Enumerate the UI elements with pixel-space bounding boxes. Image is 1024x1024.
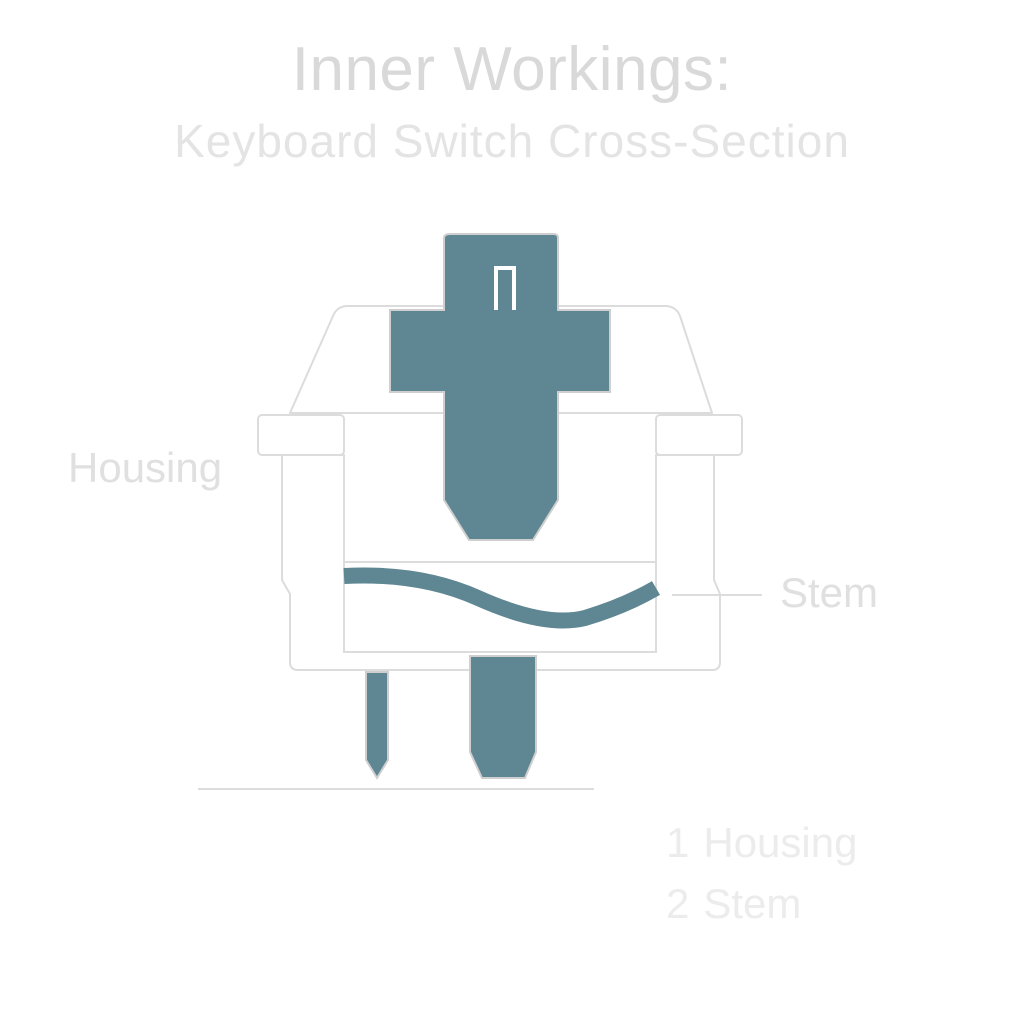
stem-label: Stem [780,569,879,616]
spring-leaf [343,561,661,653]
housing-left-flange [257,414,345,456]
center-pin [469,655,537,779]
stem [389,233,611,541]
legend-text: Stem [703,880,802,927]
legend-item-housing: 1 Housing [666,819,857,867]
legend-item-stem: 2 Stem [666,880,801,928]
legend-number: 2 [666,880,690,927]
left-pin [365,671,389,780]
diagram-subtitle: Keyboard Switch Cross-Section [174,115,850,167]
legend-number: 1 [666,819,690,866]
housing-body [281,454,721,671]
housing-label: Housing [68,444,223,491]
legend-text: Housing [703,819,858,866]
diagram-title: Inner Workings: [291,35,733,104]
stem-slot-icon [494,266,516,310]
housing-right-flange [655,414,743,456]
